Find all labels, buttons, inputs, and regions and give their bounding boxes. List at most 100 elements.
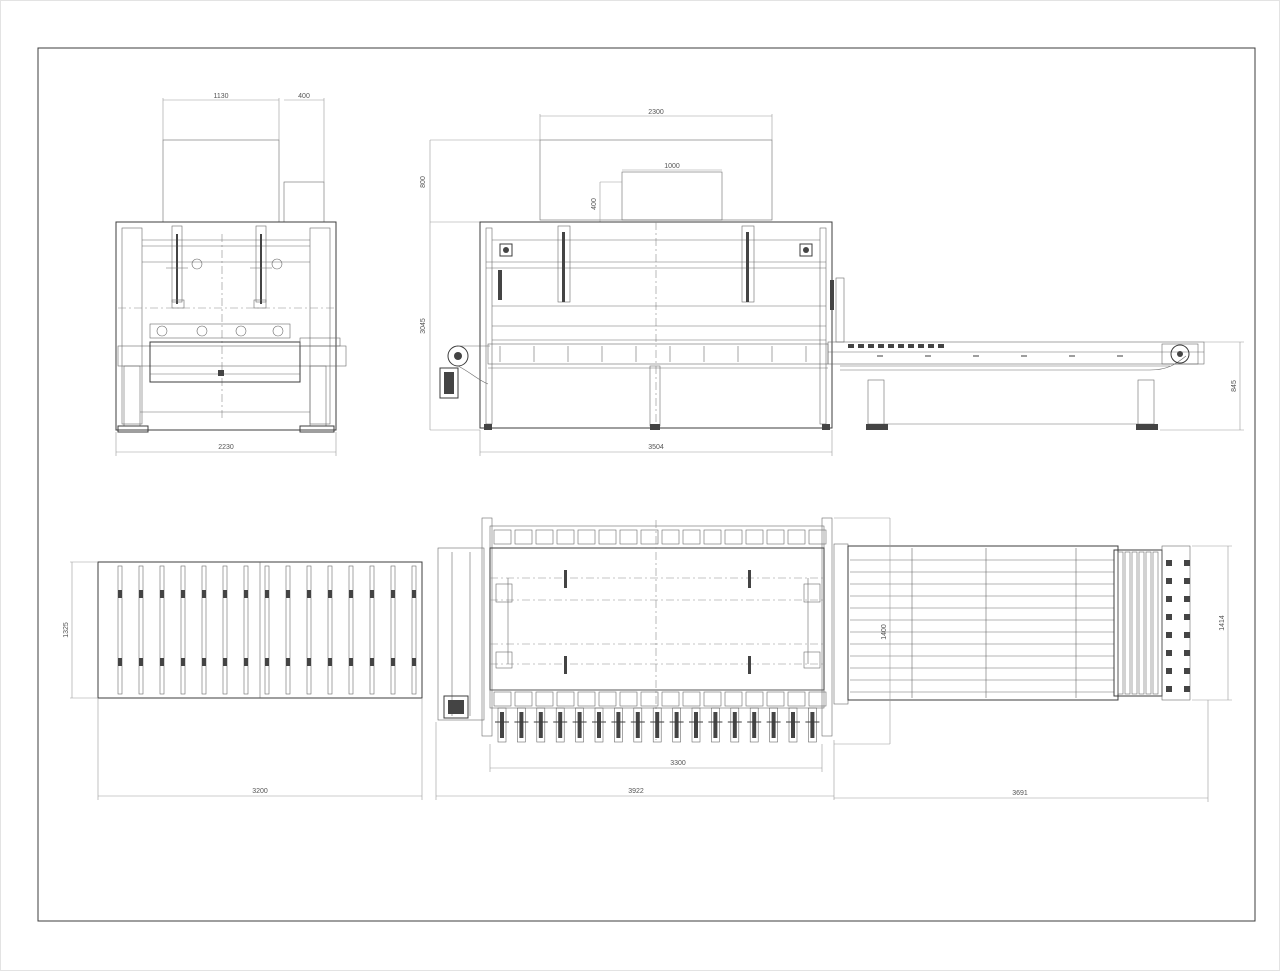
clamp-cylinder <box>517 707 526 743</box>
cylinder-rod <box>597 712 601 738</box>
plan-dim-rollers-width: 3300 <box>670 760 686 767</box>
slat-clamp <box>265 590 269 598</box>
press-bottom-cell <box>556 691 575 707</box>
table-slat <box>138 565 144 695</box>
plan-view-press: 3300 3922 <box>435 517 835 800</box>
belt-node <box>1184 650 1190 656</box>
plan-view-left-table: 1325 3200 <box>63 561 423 800</box>
cylinder-rod <box>810 712 815 738</box>
press-top-cell <box>640 529 659 545</box>
belt-slat <box>1124 551 1131 695</box>
cylinder-rod <box>771 712 776 738</box>
press-top-cell <box>598 529 617 545</box>
cylinder-rod <box>500 712 504 738</box>
clamp-cylinder <box>497 707 507 743</box>
slat-clamp <box>181 590 185 598</box>
press-bottom-cell <box>661 691 680 707</box>
press-top-cell <box>535 529 554 545</box>
table-slat <box>369 565 375 695</box>
table-slat <box>285 565 291 695</box>
drawing-frame <box>37 47 1256 922</box>
clamp-cylinder <box>691 707 701 743</box>
cylinder-rod <box>616 712 621 738</box>
slat-clamp <box>349 590 353 598</box>
table-slat <box>201 565 207 695</box>
press-top-cell <box>808 529 827 545</box>
clamp-cylinder <box>711 707 720 743</box>
slat-clamp <box>118 658 122 666</box>
side-dim-top-height: 800 <box>420 176 427 188</box>
press-bottom-cell <box>682 691 701 707</box>
outfeed-roller <box>858 344 864 348</box>
side-dim-top-width: 2300 <box>648 109 664 116</box>
clamp-cylinder <box>555 707 565 743</box>
belt-node <box>1184 560 1190 566</box>
table-slat <box>180 565 186 695</box>
plan-view-outfeed-belt: 1400 1414 3691 <box>833 517 1232 802</box>
plan-dim-right-width: 3691 <box>1012 790 1028 797</box>
press-top-cell <box>682 529 701 545</box>
press-top-cell <box>514 529 533 545</box>
slat-clamp <box>307 590 311 598</box>
slat-clamp <box>244 590 248 598</box>
clamp-cylinder <box>788 707 798 743</box>
side-dim-base-width: 3504 <box>648 444 664 451</box>
slat-clamp <box>181 658 185 666</box>
slat-clamp <box>118 590 122 598</box>
press-bottom-cell <box>787 691 806 707</box>
cylinder-rod <box>538 712 543 738</box>
outfeed-roller <box>928 344 934 348</box>
slat-clamp <box>370 658 374 666</box>
press-bottom-cell <box>598 691 617 707</box>
belt-node <box>1184 686 1190 692</box>
table-slat <box>348 565 354 695</box>
slat-clamp <box>391 658 395 666</box>
belt-slat <box>1145 551 1152 695</box>
clamp-cylinder <box>808 707 817 743</box>
table-slat <box>264 565 270 695</box>
side-dim-total-height: 3045 <box>420 318 427 334</box>
belt-node <box>1184 614 1190 620</box>
press-bottom-cell <box>808 691 827 707</box>
press-top-cell <box>577 529 596 545</box>
clamp-cylinder <box>594 707 604 743</box>
slat-clamp <box>412 658 416 666</box>
front-dim-base-width: 2230 <box>218 444 234 451</box>
slat-clamp <box>202 658 206 666</box>
belt-node <box>1166 614 1172 620</box>
press-bottom-cell <box>724 691 743 707</box>
press-bottom-cell <box>640 691 659 707</box>
belt-slat <box>1131 551 1138 695</box>
press-bottom-cell <box>745 691 764 707</box>
outfeed-roller <box>868 344 874 348</box>
table-slat <box>159 565 165 695</box>
side-dim-inner-width: 1000 <box>664 163 680 170</box>
plan-dim-left-height: 1325 <box>63 622 70 638</box>
slat-clamp <box>223 658 227 666</box>
belt-slat <box>1138 551 1145 695</box>
press-top-cell <box>703 529 722 545</box>
press-bottom-cell <box>766 691 785 707</box>
outfeed-roller <box>918 344 924 348</box>
slat-clamp <box>307 658 311 666</box>
press-top-cell <box>556 529 575 545</box>
clamp-cylinder <box>672 707 681 743</box>
press-top-cell <box>745 529 764 545</box>
side-view: 2300 1000 400 800 3045 <box>420 109 1244 456</box>
slat-clamp <box>202 590 206 598</box>
slat-clamp <box>349 658 353 666</box>
slat-clamp <box>139 658 143 666</box>
belt-node <box>1184 668 1190 674</box>
outfeed-roller <box>878 344 884 348</box>
cylinder-rod <box>558 712 563 738</box>
slat-clamp <box>286 658 290 666</box>
belt-node <box>1166 596 1172 602</box>
clamp-cylinder <box>633 707 643 743</box>
outfeed-roller <box>908 344 914 348</box>
front-view: 1130 400 <box>115 93 347 456</box>
table-slat <box>390 565 396 695</box>
press-bottom-cell <box>577 691 596 707</box>
slat-clamp <box>412 590 416 598</box>
